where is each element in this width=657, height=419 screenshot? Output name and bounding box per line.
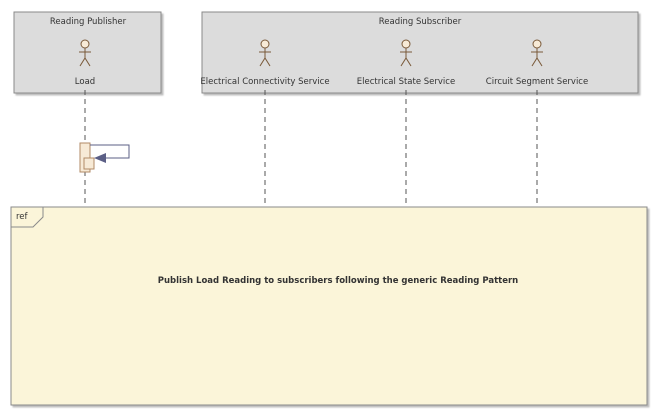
actor-electrical-connectivity-service[interactable]: Electrical Connectivity Service (200, 39, 330, 87)
self-message-arrow[interactable] (90, 144, 130, 163)
group-reading-subscriber: Reading Subscriber (201, 11, 639, 94)
ref-tag-box (11, 206, 44, 228)
actor-electrical-state-service[interactable]: Electrical State Service (357, 39, 455, 87)
actor-icon (531, 39, 543, 67)
group-subscriber-label: Reading Subscriber (379, 17, 462, 27)
actor-label-circuit-segment-service: Circuit Segment Service (486, 77, 588, 87)
ref-frame[interactable]: ref Publish Load Reading to subscribers … (10, 206, 648, 406)
actor-label-electrical-connectivity-service: Electrical Connectivity Service (200, 77, 329, 87)
actor-icon (400, 39, 412, 67)
actor-icon (259, 39, 271, 67)
ref-frame-text: Publish Load Reading to subscribers foll… (158, 276, 518, 286)
actor-icon (79, 39, 91, 67)
ref-tag-label: ref (16, 212, 29, 222)
actor-circuit-segment-service[interactable]: Circuit Segment Service (486, 39, 588, 87)
actor-label-load: Load (75, 77, 95, 87)
actor-load[interactable]: Load (75, 39, 95, 87)
actor-label-electrical-state-service: Electrical State Service (357, 77, 455, 87)
activation-bar-load-nested (83, 157, 95, 170)
group-publisher-label: Reading Publisher (50, 17, 127, 27)
